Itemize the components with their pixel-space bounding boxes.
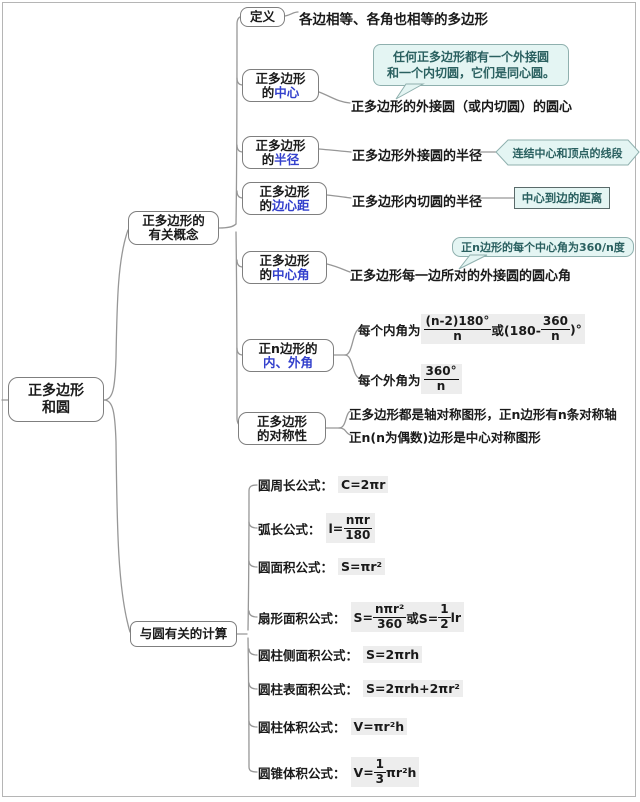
callout-pointer	[395, 83, 425, 100]
topic-node-radius: 正多边形 的半径	[242, 136, 319, 169]
connector	[248, 610, 258, 618]
connector	[247, 484, 258, 631]
apothem-desc: 正多边形内切圆的半径	[352, 195, 483, 210]
formula-math: S=2πrh	[363, 646, 423, 663]
formula-math: S=πr²	[338, 558, 386, 575]
note-hexagon-radius	[495, 139, 640, 166]
topic-node-center: 正多边形 的中心	[242, 69, 319, 102]
formula-cylinder-lateral: 圆柱侧面积公式： S=2πrh	[258, 646, 423, 663]
symmetry-desc2: 正n(n为偶数)边形是中心对称图形	[349, 430, 541, 445]
branch-node-calculations: 与圆有关的计算	[130, 621, 237, 647]
center-desc: 正多边形的外接圆（或内切圆）的圆心	[351, 100, 573, 115]
central-angle-desc: 正多边形每一边所对的外接圆的圆心角	[350, 269, 572, 284]
connector	[248, 720, 258, 728]
formula-math: V=πr²h	[350, 718, 408, 735]
topic-label-line1: 正多边形	[255, 137, 306, 153]
connector	[326, 194, 352, 199]
topic-label-line1: 正多边形	[259, 252, 310, 268]
connector	[318, 148, 352, 153]
topic-label-line1: 正多边形	[256, 413, 307, 429]
topic-node-apothem: 正多边形 的边心距	[242, 182, 327, 215]
topic-label-line2: 的边心距	[259, 197, 310, 213]
root-label-line2: 和圆	[42, 399, 70, 416]
branch-label-line1: 正多边形的	[142, 213, 205, 228]
central-angle-callout: 正n边形的每个中心角为360/n度	[461, 241, 625, 254]
branch-label-line2: 有关概念	[148, 227, 199, 242]
root-node: 正多边形 和圆	[8, 377, 104, 422]
formula-circumference: 圆周长公式： C=2πr	[258, 476, 389, 493]
connector	[284, 11, 299, 17]
connector	[247, 637, 258, 773]
formula-cylinder-volume: 圆柱体积公式： V=πr²h	[258, 718, 408, 735]
topic-label-line1: 正n边形的	[258, 340, 318, 356]
topic-node-central-angle: 正多边形 的中心角	[242, 251, 327, 284]
exterior-angle-formula: 每个外角为 360°n	[358, 362, 462, 396]
connector	[248, 560, 258, 568]
connector	[338, 427, 352, 436]
connector	[326, 263, 351, 273]
connector	[235, 15, 245, 225]
topic-label-line2: 内、外角	[262, 354, 313, 370]
formula-circle-area: 圆面积公式： S=πr²	[258, 558, 386, 575]
symmetry-desc1: 正多边形都是轴对称图形，正n边形有n条对称轴	[349, 407, 617, 422]
connector	[344, 354, 360, 379]
topic-label: 定义	[249, 9, 275, 24]
callout-bubble-central-angle	[452, 237, 634, 257]
formula-math: C=2πr	[338, 476, 389, 493]
topic-label-line2: 的对称性	[256, 427, 307, 443]
branch-label: 与圆有关的计算	[139, 626, 228, 641]
topic-node-definition: 定义	[240, 7, 285, 27]
topic-label-line2: 的中心角	[259, 266, 310, 282]
topic-label-line2: 的中心	[261, 84, 300, 100]
definition-desc: 各边相等、各角也相等的多边形	[299, 12, 488, 28]
connector	[218, 223, 237, 229]
connector	[248, 648, 258, 656]
connector	[248, 682, 258, 690]
radius-desc: 正多边形外接圆的半径	[352, 149, 483, 164]
topic-label-line1: 正多边形	[259, 183, 310, 199]
topic-label-line2: 的半径	[261, 151, 300, 167]
apothem-note: 中心到边的距离	[521, 191, 603, 205]
topic-label-line1: 正多边形	[255, 70, 306, 86]
callout-bubble-concentric	[373, 44, 569, 86]
connector	[318, 91, 351, 104]
callout-pointer	[458, 254, 488, 270]
formula-cylinder-surface: 圆柱表面积公式： S=2πrh+2πr²	[258, 680, 463, 697]
connector	[103, 399, 131, 633]
exterior-angle-math: 360°n	[420, 364, 462, 394]
root-label-line1: 正多边形	[28, 382, 84, 399]
topic-node-angles: 正n边形的 内、外角	[242, 339, 334, 372]
connector	[344, 328, 360, 356]
note-box-apothem	[514, 187, 610, 209]
center-callout: 任何正多边形都有一个外接圆 和一个内切圆，它们是同心圆。	[386, 50, 555, 80]
connector	[103, 229, 129, 401]
radius-note: 连结中心和顶点的线段	[512, 146, 623, 160]
connector	[248, 521, 258, 529]
topic-node-symmetry: 正多边形 的对称性	[238, 412, 326, 445]
branch-node-concepts: 正多边形的 有关概念	[128, 211, 219, 245]
formula-math: S=2πrh+2πr²	[363, 680, 463, 697]
